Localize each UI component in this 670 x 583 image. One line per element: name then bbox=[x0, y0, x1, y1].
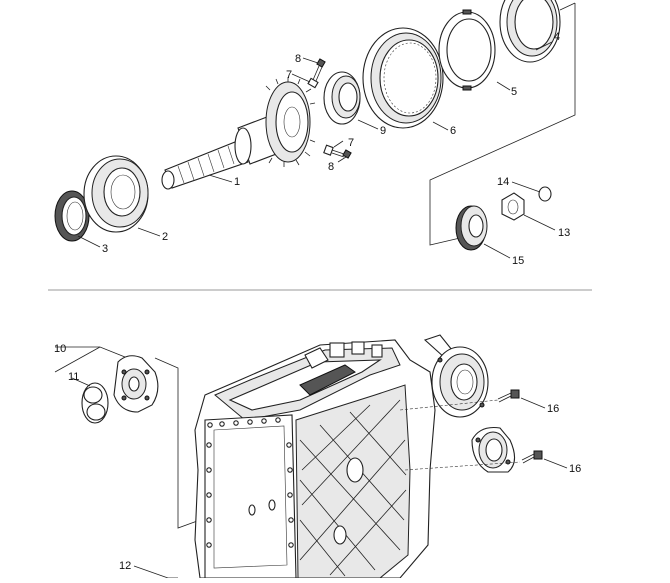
callout-2: 2 bbox=[162, 231, 168, 243]
nut-part-13 bbox=[501, 192, 525, 221]
callout-7-lower: 7 bbox=[348, 137, 354, 149]
bearing-part-2 bbox=[83, 155, 149, 233]
callout-7-upper: 7 bbox=[286, 69, 292, 81]
bearing-cover-lower bbox=[471, 426, 516, 473]
upper-assembly: 1 2 3 4 5 6 7 7 8 8 9 14 13 15 bbox=[54, 0, 576, 267]
ring-gear-part-6 bbox=[362, 27, 444, 129]
callout-16-upper: 16 bbox=[547, 403, 559, 415]
shaft-part-1 bbox=[161, 77, 316, 190]
callout-16-lower: 16 bbox=[569, 463, 581, 475]
callout-13: 13 bbox=[558, 227, 570, 239]
bolt-part-16-lower bbox=[521, 450, 543, 464]
bolt-part-8-upper bbox=[307, 58, 326, 89]
callout-8-upper: 8 bbox=[295, 53, 301, 65]
callout-1: 1 bbox=[234, 176, 240, 188]
gasket-part-11 bbox=[81, 382, 109, 424]
callout-10: 10 bbox=[54, 343, 66, 355]
oring-part-14 bbox=[538, 186, 552, 202]
pump-cover-part-10 bbox=[113, 355, 159, 413]
callout-15: 15 bbox=[512, 255, 524, 267]
ring-part-5 bbox=[438, 9, 496, 91]
callout-12: 12 bbox=[119, 560, 131, 572]
callout-4: 4 bbox=[554, 31, 560, 43]
gear-part-15 bbox=[455, 205, 488, 251]
callout-6: 6 bbox=[450, 125, 456, 137]
callout-8-lower: 8 bbox=[328, 161, 334, 173]
callout-11: 11 bbox=[68, 371, 79, 383]
ring-part-9 bbox=[323, 71, 361, 125]
bolt-part-16-upper bbox=[497, 389, 520, 403]
callout-9: 9 bbox=[380, 125, 386, 137]
ring-part-4 bbox=[499, 0, 561, 63]
bolt-part-8-lower bbox=[323, 144, 352, 159]
callout-14: 14 bbox=[497, 176, 509, 188]
callout-3: 3 bbox=[102, 243, 108, 255]
seal-part-3 bbox=[54, 190, 90, 242]
bearing-cover-upper bbox=[423, 334, 489, 418]
callout-5: 5 bbox=[511, 86, 517, 98]
group-bracket bbox=[429, 3, 576, 246]
leader-lines-upper bbox=[77, 41, 556, 259]
lower-assembly: 10 11 12 16 16 bbox=[54, 334, 581, 579]
transmission-housing bbox=[194, 339, 436, 579]
